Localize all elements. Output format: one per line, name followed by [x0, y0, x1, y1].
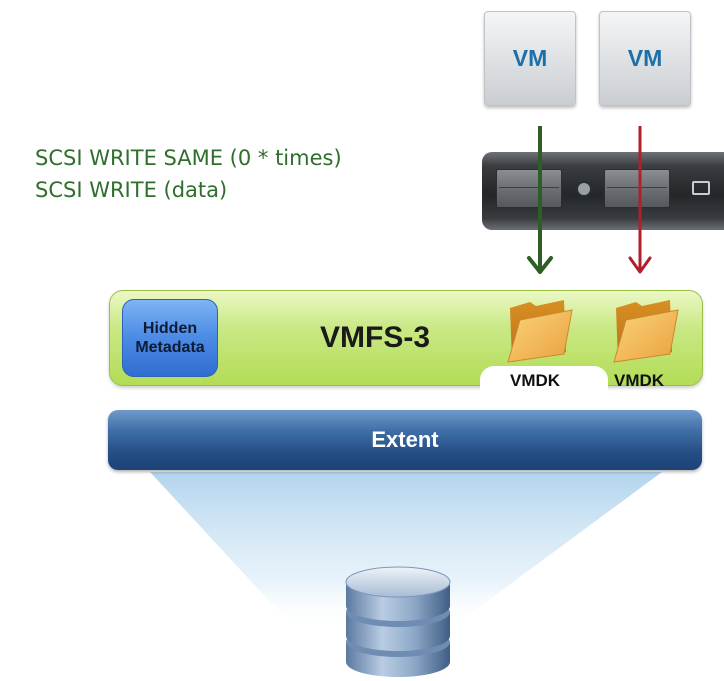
vmfs-label: VMFS-3: [320, 321, 431, 354]
vm-label: VM: [512, 45, 548, 71]
folder-icon: [613, 300, 679, 363]
drive-slot: [604, 169, 670, 208]
vmdk-highlight-tab: [480, 366, 608, 398]
hidden-metadata-box: Hidden Metadata: [122, 299, 218, 377]
database-icon: [345, 566, 451, 677]
server-host-icon: [482, 152, 724, 230]
drive-slot: [496, 169, 562, 208]
folder-icon: [507, 300, 573, 363]
vm-box-1: VM: [484, 11, 576, 106]
power-button-icon: [576, 181, 592, 197]
red-down-arrow-icon: [628, 126, 652, 274]
vm-box-2: VM: [599, 11, 691, 106]
hidden-metadata-line-1: Hidden: [142, 320, 198, 337]
green-down-arrow-icon: [527, 126, 553, 274]
hidden-metadata-line-2: Metadata: [135, 339, 205, 356]
scsi-write-text: SCSI WRITE (data): [35, 178, 228, 202]
vmdk-label-1: VMDK: [510, 371, 561, 390]
extent-bar: Extent: [108, 410, 702, 470]
vmdk-label-2: VMDK: [614, 371, 665, 390]
vm-label: VM: [627, 45, 663, 71]
scsi-write-same-text: SCSI WRITE SAME (0 * times): [35, 146, 342, 170]
port-icon: [692, 181, 710, 195]
extent-label: Extent: [371, 427, 439, 452]
